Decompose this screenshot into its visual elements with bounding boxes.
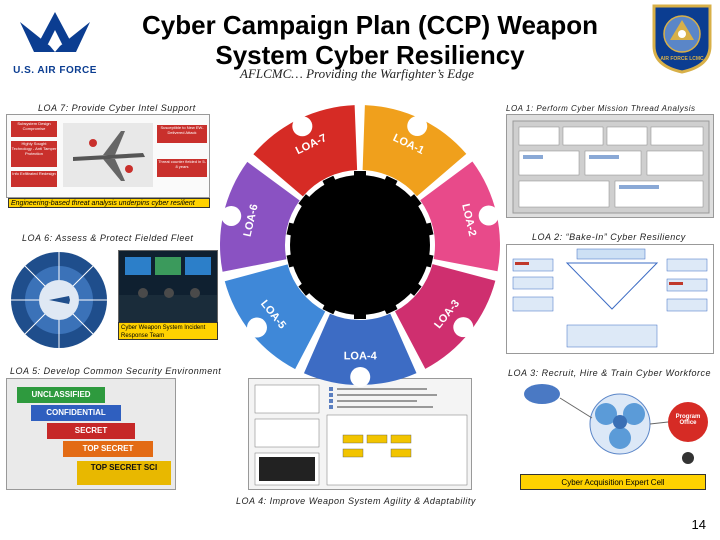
incident-response-photo — [118, 250, 218, 324]
loa7-item-4: Susceptible to New EW-Delivered Attack — [157, 125, 207, 143]
badge-unclassified: UNCLASSIFIED — [17, 387, 105, 403]
wheel-puzzle-notch — [292, 116, 313, 137]
loa7-item-3: Info Exfiltrated Redesign — [11, 171, 57, 187]
loa2-label: LOA 2: “Bake-In” Cyber Resiliency — [532, 232, 686, 242]
loa3-node-program-office: Program Office — [675, 414, 701, 426]
center-gear-icon — [286, 171, 434, 319]
wheel-puzzle-notch — [407, 116, 428, 137]
wheel-segment-loa-5 — [224, 264, 326, 370]
loa7-label: LOA 7: Provide Cyber Intel Support — [38, 103, 196, 113]
loa3-label: LOA 3: Recruit, Hire & Train Cyber Workf… — [508, 368, 712, 378]
loa3-caption-box: Cyber Acquisition Expert Cell — [520, 474, 706, 490]
seal-text: AIR FORCE LCMC — [660, 56, 704, 62]
badge-secret: SECRET — [47, 423, 135, 439]
wheel-label-loa-4: LOA-4 — [344, 350, 378, 362]
wheel-segment-loa-3 — [394, 264, 496, 369]
badge-top-secret: TOP SECRET — [63, 441, 153, 457]
loa7-caption-box: Engineering-based threat analysis underp… — [8, 198, 210, 208]
wheel-segment-loa-2 — [420, 161, 500, 272]
loa5-label: LOA 5: Develop Common Security Environme… — [10, 366, 222, 376]
loa7-item-1: Subsystem Design Compromise — [11, 121, 57, 137]
loa1-label: LOA 1: Perform Cyber Mission Thread Anal… — [506, 104, 696, 113]
air-force-logo-text: U.S. AIR FORCE — [13, 65, 97, 76]
page-number: 14 — [691, 517, 706, 532]
aircraft-diagram-icon — [63, 123, 153, 187]
us-air-force-logo: U.S. AIR FORCE — [10, 8, 100, 78]
loa6-caption-box: Cyber Weapon System Incident Response Te… — [118, 322, 218, 340]
wheel-puzzle-notch — [453, 317, 474, 338]
wheel-segment-loa-4 — [303, 313, 417, 386]
loa6-fleet-wheel — [4, 250, 114, 350]
loa6-label: LOA 6: Assess & Protect Fielded Fleet — [22, 233, 194, 243]
air-force-symbol-icon — [20, 12, 90, 52]
wheel-segment-loa-1 — [362, 105, 467, 197]
loa7-item-5: Threat counter fielded in 5-8 years — [157, 159, 207, 177]
loa7-item-2: Highly Sought Technology - Anti Tamper P… — [11, 141, 57, 167]
loa5-security-levels: UNCLASSIFIED CONFIDENTIAL SECRET TOP SEC… — [6, 378, 176, 490]
wheel-puzzle-notch — [221, 205, 242, 226]
badge-confidential: CONFIDENTIAL — [31, 405, 121, 421]
wheel-segment-loa-6 — [220, 161, 300, 272]
aflcmc-seal: AIR FORCE LCMC — [650, 2, 714, 74]
loa4-agility-diagram — [248, 378, 472, 490]
loa4-label: LOA 4: Improve Weapon System Agility & A… — [236, 496, 476, 506]
loa2-systems-engineering-panel — [506, 244, 714, 354]
loa3-workforce-diagram: Program Office — [520, 378, 716, 472]
wheel-segment-loa-7 — [253, 105, 358, 197]
page-subtitle: AFLCMC… Providing the Warfighter’s Edge — [240, 66, 474, 81]
loa1-mission-thread-panel — [506, 114, 714, 218]
loa7-threat-diagram: Subsystem Design Compromise Highly Sough… — [6, 114, 210, 198]
wheel-puzzle-notch — [246, 317, 267, 338]
wheel-puzzle-notch — [350, 366, 371, 387]
badge-top-secret-sci: TOP SECRET SCI — [77, 461, 171, 485]
page-title: Cyber Campaign Plan (CCP) Weapon System … — [141, 10, 599, 70]
wheel-puzzle-notch — [478, 205, 499, 226]
